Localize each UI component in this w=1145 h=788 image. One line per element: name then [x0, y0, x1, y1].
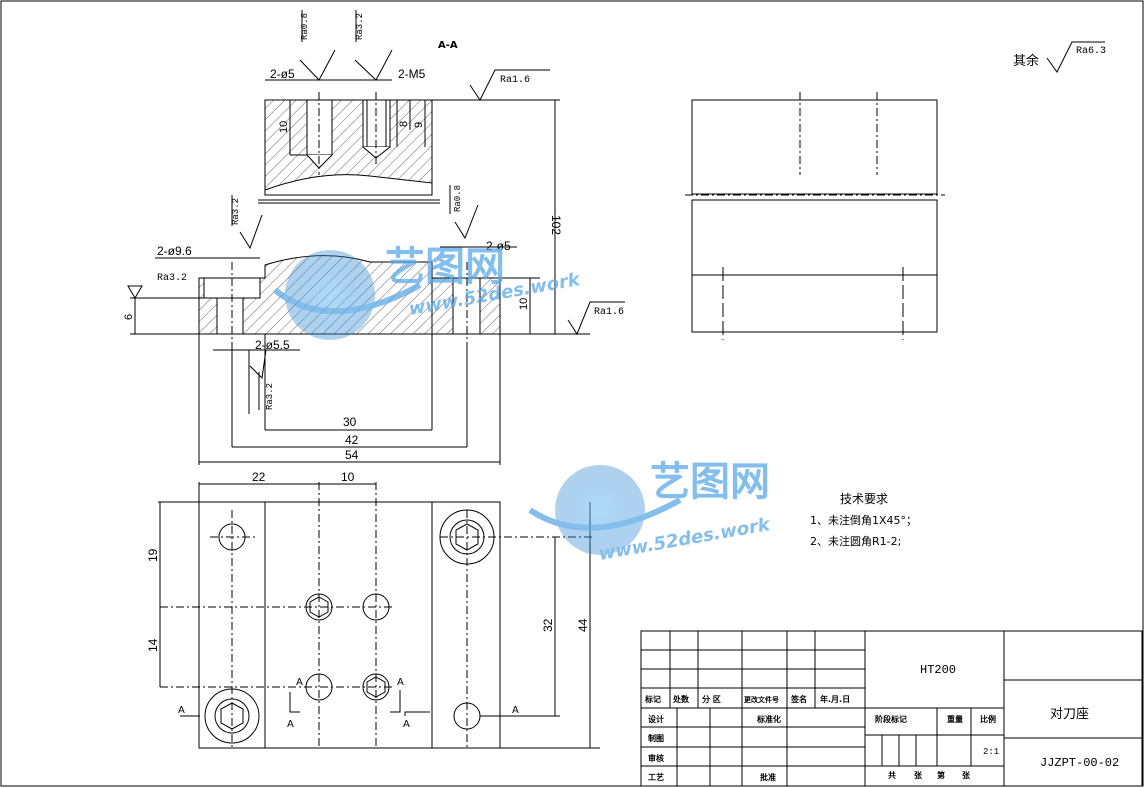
dim-plan-22: 22	[252, 470, 266, 484]
weight-label: 重量	[947, 714, 963, 724]
roughness-top-right: Ra1.6	[500, 75, 530, 86]
section-mark: A	[512, 705, 519, 716]
watermark-globe-icon	[555, 465, 645, 555]
header-label: 年.月.日	[820, 694, 850, 704]
material: HT200	[920, 663, 956, 677]
header-label: 分 区	[702, 694, 721, 704]
watermark-globe-icon	[285, 250, 375, 340]
watermark-brand: 艺图网	[385, 244, 505, 290]
dim-plan-10: 10	[341, 470, 355, 484]
dim-hole-2-d5-top: 2-ø5	[270, 67, 295, 81]
row-label: 标准化	[756, 714, 781, 724]
section-label: A-A	[438, 40, 458, 51]
watermark-brand: 艺图网	[650, 459, 770, 505]
dim-hole-2-d9-6: 2-ø9.6	[157, 244, 192, 258]
dim-plan-14: 14	[146, 638, 160, 652]
scale-label: 比例	[980, 714, 996, 724]
dim-thread-2-m5: 2-M5	[398, 67, 426, 81]
dim-depth-10: 10	[278, 121, 290, 133]
header-label: 标记	[644, 694, 661, 704]
dim-height-10: 10	[518, 298, 530, 310]
section-mark: A	[296, 677, 303, 688]
dim-plan-32: 32	[541, 618, 555, 632]
section-mark: A	[403, 719, 410, 730]
tech-requirements-title: 技术要求	[840, 492, 888, 506]
tech-requirement-item: 1、未注倒角1X45°；	[810, 513, 917, 527]
watermark-swoosh-icon	[273, 282, 422, 315]
dim-height-102: 102	[549, 215, 563, 235]
sheet-label: 张	[914, 771, 923, 780]
row-label: 审核	[648, 753, 664, 763]
roughness-bottom-left: Ra3.2	[265, 383, 275, 410]
dim-width-30: 30	[343, 415, 357, 429]
roughness-bottom-right: Ra1.6	[594, 307, 624, 318]
roughness-mid-left: Ra3.2	[231, 198, 241, 225]
header-label: 处数	[672, 694, 690, 704]
dim-depth-9: 9	[413, 122, 425, 128]
remaining-label: 其余	[1013, 53, 1039, 69]
part-name: 对刀座	[1050, 707, 1089, 722]
dim-plan-44: 44	[576, 618, 590, 632]
header-label: 更改文件号	[744, 695, 779, 704]
sheet-label: 张	[962, 771, 971, 780]
drawing-number: JJZPT-00-02	[1040, 756, 1119, 770]
row-label: 工艺	[648, 772, 664, 782]
watermark-swoosh-icon	[528, 497, 682, 531]
sheet-label: 第	[937, 770, 945, 780]
scale-value: 2:1	[983, 747, 999, 757]
section-view	[127, 10, 625, 465]
row-label: 制图	[648, 733, 664, 743]
plan-view	[158, 482, 600, 749]
title-block	[640, 630, 1143, 787]
header-label: 签名	[790, 694, 807, 704]
dim-depth-8: 8	[398, 121, 410, 127]
roughness-mid-center: Ra0.8	[453, 185, 463, 212]
roughness-top-left-1: Ra0.8	[300, 13, 310, 40]
side-view	[685, 41, 1105, 340]
watermark: 艺图网 www.52des.work 艺图网 www.52des.work	[273, 244, 772, 565]
roughness-left-step: Ra3.2	[157, 273, 187, 284]
sheet-label: 共	[888, 770, 896, 780]
stage-label: 阶段标记	[875, 714, 907, 724]
title-block-texts: HT200 对刀座 JJZPT-00-02 2:1 标记 处数 分 区 更改文件…	[644, 663, 1119, 782]
section-texts: A-A 其余 Ra6.3 Ra0.8 Ra3.2 Ra1.6 Ra3.2 Ra0…	[123, 13, 1106, 730]
section-mark: A	[397, 677, 404, 688]
section-mark: A	[287, 719, 294, 730]
roughness-top-left-2: Ra3.2	[355, 13, 365, 40]
row-label: 设计	[648, 714, 664, 724]
row-label: 批准	[760, 772, 776, 782]
remaining-roughness-value: Ra6.3	[1076, 46, 1106, 57]
dim-width-42: 42	[345, 433, 359, 447]
tech-requirement-item: 2、未注圆角R1-2;	[810, 534, 901, 548]
section-mark: A	[178, 705, 185, 716]
dim-hole-2-d5-5: 2-ø5.5	[255, 338, 290, 352]
dim-plan-19: 19	[146, 548, 160, 562]
dim-hole-2-d5-mid: 2-ø5	[486, 239, 511, 253]
dim-width-54: 54	[345, 448, 359, 462]
dim-step-6: 6	[123, 314, 135, 320]
